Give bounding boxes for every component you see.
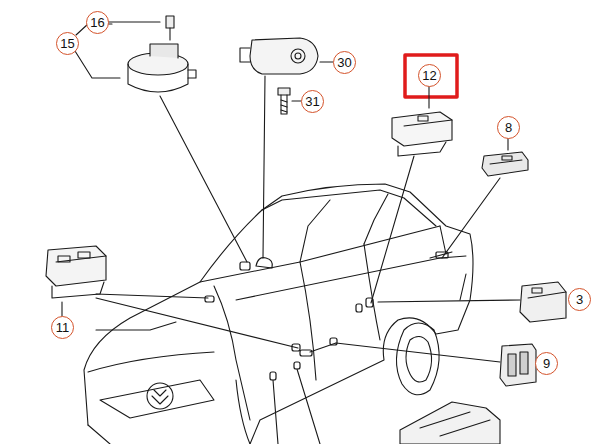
window-switch-part (392, 112, 452, 156)
callout-circle: 11 (51, 316, 74, 339)
callout-circle: 30 (333, 51, 356, 74)
leader-line (108, 21, 160, 22)
leader-line (371, 156, 414, 303)
location-mark (205, 252, 448, 380)
leader-line (61, 302, 62, 316)
screw-part (278, 88, 290, 114)
leader-line (160, 96, 247, 262)
switch-part (400, 402, 500, 444)
leader-line (292, 100, 301, 101)
leader-line (96, 298, 298, 348)
switch-part (500, 344, 536, 386)
callout-circle: 16 (86, 11, 109, 34)
leader-line (297, 369, 320, 444)
leader-line (442, 178, 500, 258)
leader-line (428, 86, 429, 108)
leader-line (336, 343, 500, 362)
callout-circle: 8 (497, 116, 520, 139)
callout-circle: 31 (301, 90, 324, 113)
callout-number: 12 (422, 69, 436, 82)
light-switch-part (128, 44, 196, 92)
callout-number: 15 (60, 37, 74, 50)
callout-number: 8 (505, 121, 512, 134)
leader-line (378, 300, 520, 302)
callout-circle: 3 (568, 288, 591, 311)
callout-circle: 9 (535, 352, 558, 375)
callout-number: 3 (576, 293, 583, 306)
knob-part (166, 16, 174, 40)
highlight-box (405, 55, 457, 97)
leader-line (320, 61, 333, 62)
callout-circle: 12 (418, 64, 441, 87)
callout-circle: 15 (56, 32, 79, 55)
callout-number: 30 (337, 56, 351, 69)
car-body (84, 184, 473, 444)
leader-line (273, 380, 278, 444)
switch-part (520, 282, 566, 322)
callout-number: 9 (543, 357, 550, 370)
callout-number: 31 (305, 95, 319, 108)
callout-number: 16 (90, 16, 104, 29)
sensor-part (240, 38, 318, 74)
leader-line (263, 76, 265, 258)
leader-line (96, 294, 208, 298)
switch-part (482, 152, 528, 176)
leader-line (507, 138, 508, 150)
bracket-line (75, 51, 120, 78)
callout-number: 11 (56, 321, 70, 334)
switch-part (46, 246, 106, 298)
